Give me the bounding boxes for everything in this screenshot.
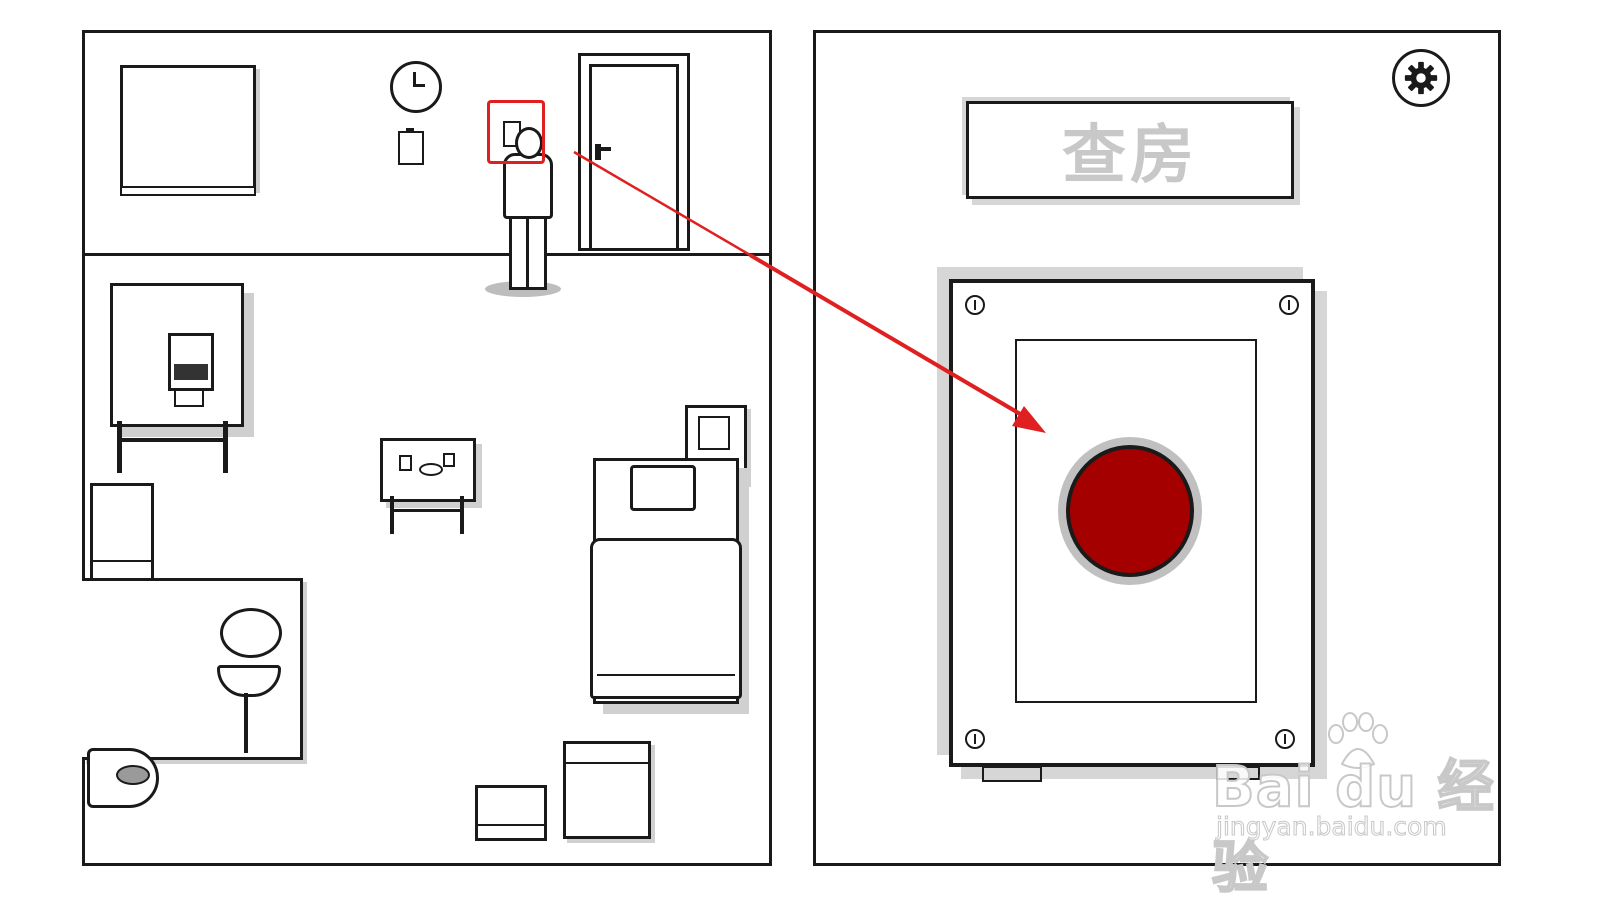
button-mount-plate [949, 279, 1315, 767]
screw-icon [965, 729, 985, 749]
mirror[interactable] [220, 608, 282, 658]
whiteboard[interactable] [120, 65, 256, 196]
side-table[interactable] [380, 438, 476, 502]
toilet[interactable] [87, 748, 159, 808]
desk-leg [117, 421, 122, 473]
desk-leg [223, 421, 228, 473]
sink-pipe [244, 693, 248, 753]
table-leg [460, 496, 464, 534]
storage-box[interactable] [475, 785, 547, 841]
highlight-box [487, 100, 545, 164]
screw-icon [1275, 729, 1295, 749]
storage-cabinet[interactable] [563, 741, 651, 839]
room-panel [82, 30, 772, 866]
detail-panel: 查房 [813, 30, 1501, 866]
phone-icon[interactable] [168, 333, 214, 391]
red-push-button[interactable] [1066, 445, 1194, 577]
door-handle-icon[interactable] [595, 144, 611, 160]
screw-icon [965, 295, 985, 315]
clipboard-icon[interactable] [398, 128, 424, 165]
back-wall-line [85, 253, 769, 256]
plate-foot [1216, 766, 1260, 780]
desk-bar [117, 438, 228, 442]
plate-icon[interactable] [419, 463, 443, 476]
button-inner-panel [1015, 339, 1257, 703]
pillow[interactable] [630, 465, 696, 511]
plate-foot [982, 766, 1042, 782]
mug-icon[interactable] [443, 453, 455, 467]
person-body [503, 153, 553, 219]
screw-icon [1279, 295, 1299, 315]
settings-button[interactable] [1392, 49, 1450, 107]
blanket[interactable] [590, 538, 742, 699]
cup-icon[interactable] [399, 455, 412, 471]
gear-icon [1404, 61, 1438, 95]
title-text: 查房 [1062, 119, 1198, 193]
table-leg [390, 496, 394, 534]
person-legs [509, 211, 547, 290]
cabinet[interactable] [90, 483, 154, 585]
phone-keypad-icon[interactable] [174, 389, 204, 407]
clock-icon[interactable] [390, 61, 442, 113]
room-door[interactable] [578, 53, 690, 251]
person-head [515, 127, 543, 159]
title-plate: 查房 [966, 101, 1294, 199]
table-bar [390, 509, 464, 512]
